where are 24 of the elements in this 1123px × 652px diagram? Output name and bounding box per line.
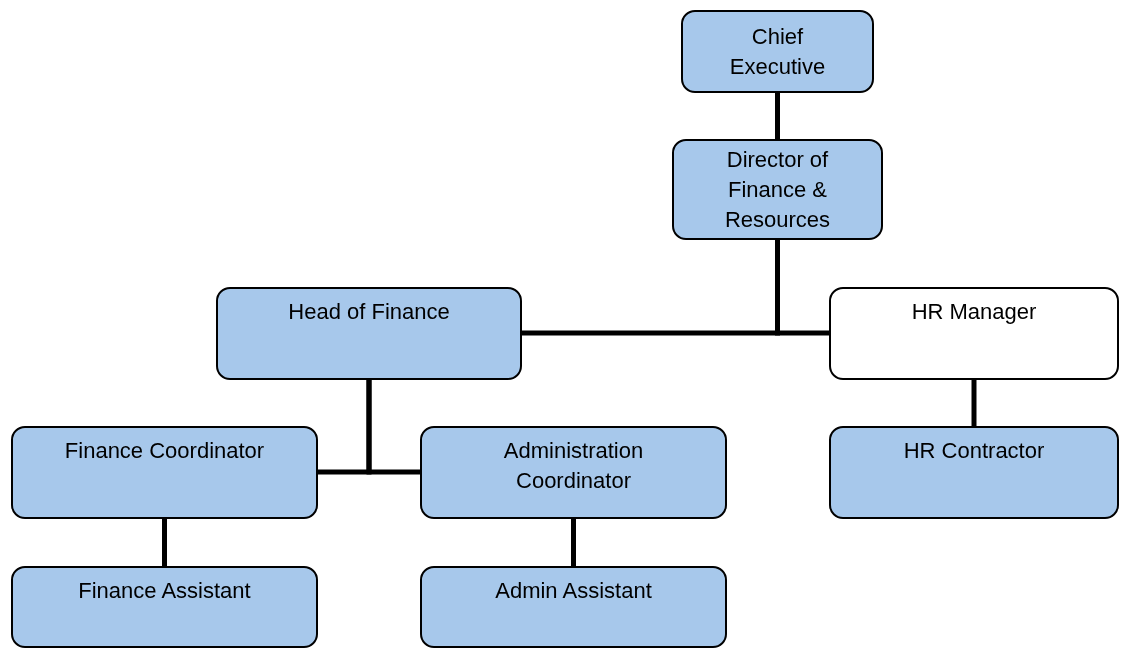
role-box [420, 566, 727, 648]
role-title: Chief Executive [728, 22, 827, 81]
role-box [11, 566, 318, 648]
role-title: Director of Finance & Resources [723, 145, 832, 234]
connector-line [162, 519, 167, 566]
role-title: Finance Assistant [78, 577, 251, 605]
role-box [672, 139, 883, 240]
role-box [11, 426, 318, 519]
connector-line [775, 240, 829, 336]
connector-line [971, 380, 977, 426]
role-box [829, 287, 1119, 380]
connector-line [571, 519, 576, 566]
role-title: Administration Coordinator [502, 437, 645, 495]
role-title: Head of Finance [288, 298, 450, 326]
role-box [829, 426, 1119, 519]
connector-line [775, 93, 780, 139]
role-title: HR Contractor [903, 437, 1045, 465]
role-box [681, 10, 874, 93]
role-box [420, 426, 727, 519]
role-title: Admin Assistant [495, 577, 652, 605]
role-title: HR Manager [911, 298, 1037, 326]
role-title: Finance Coordinator [64, 437, 265, 465]
connector-line [366, 380, 420, 475]
role-box [216, 287, 522, 380]
